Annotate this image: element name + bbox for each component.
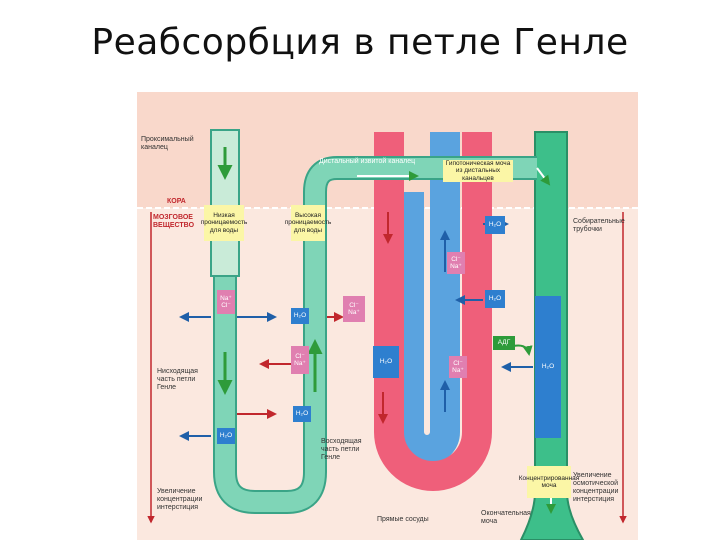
slide-title: Реабсорбция в петле Генле [91, 22, 629, 63]
ion-label-cl-na-4: Cl⁻ Na⁺ [450, 255, 462, 271]
cl-na-box-4 [447, 252, 465, 274]
ion-label-cl-na-2: Cl⁻ Na⁺ [294, 352, 306, 368]
ion-label-h2o-5: H₂O [488, 295, 502, 303]
vessel-top-red [374, 132, 404, 142]
h2o-box-3 [373, 346, 399, 378]
h2o-box-1 [291, 308, 309, 324]
label-increase-right: Увеличение осмотической концентрации инт… [573, 472, 619, 503]
h2o-box-5 [485, 290, 505, 308]
h2o-box-2 [293, 406, 311, 422]
note-pumps-box: Высокая проницаемость для воды [285, 205, 331, 241]
label-collecting: Собирательные трубочки [573, 218, 625, 233]
ion-label-h2o-2: H₂O [295, 410, 309, 418]
label-increase-left: Увеличение концентрации интерстиция [157, 488, 203, 511]
cl-na-box-1 [343, 296, 365, 322]
label-proximal: Проксимальный каналец [141, 136, 194, 151]
artery-vessel [374, 132, 492, 491]
adh-box [493, 336, 515, 350]
ion-label-h2o-1: H₂O [293, 312, 307, 320]
h2o-box-4 [485, 216, 505, 234]
ion-label-h2o-6: H₂O [541, 363, 555, 371]
h2o-box-6 [535, 296, 561, 438]
conc-urine-box: Концентрированная моча [519, 466, 579, 498]
label-medulla: МОЗГОВОЕ ВЕЩЕСТВО [153, 214, 195, 229]
ion-label-cl-na-3: Cl⁻ Na⁺ [452, 359, 464, 375]
label-cortex: КОРА [167, 198, 186, 205]
h2o-box-tubule [217, 428, 235, 444]
label-distal: Дистальный извитой каналец [319, 158, 416, 165]
ion-label-h2o-tubule: H₂O [219, 432, 233, 440]
ion-label-cl-na-1: Cl⁻ Na⁺ [348, 301, 360, 317]
label-ascending: Восходящая часть петли Генле [321, 438, 362, 461]
cl-na-box-2 [291, 346, 309, 374]
ion-label-h2o-4: H₂O [488, 221, 502, 229]
loop-of-henle-diagram: Низкая проницаемость для воды Высокая пр… [137, 92, 638, 540]
cl-na-box-3 [449, 356, 467, 378]
vein-vessel [394, 132, 460, 465]
ion-label-h2o-3: H₂O [379, 358, 393, 366]
note-water-box: Низкая проницаемость для воды [201, 205, 247, 241]
ion-label-adh: АДГ [497, 339, 511, 347]
na-cl-box-desc [217, 290, 235, 314]
nephron-tubule-lumen [215, 130, 537, 512]
label-vessels: Прямые сосуды [377, 516, 429, 523]
ion-label-na-cl: Na⁺ Cl⁻ [220, 294, 232, 310]
label-final-urine: Окончательная моча [481, 510, 531, 525]
flow-arrow-5 [536, 167, 551, 186]
note-hypo-box: Гипотоническая моча из дистальных каналь… [443, 160, 513, 182]
label-descending: Нисходящая часть петли Генле [157, 368, 198, 391]
vessel-top-blue [430, 132, 460, 142]
